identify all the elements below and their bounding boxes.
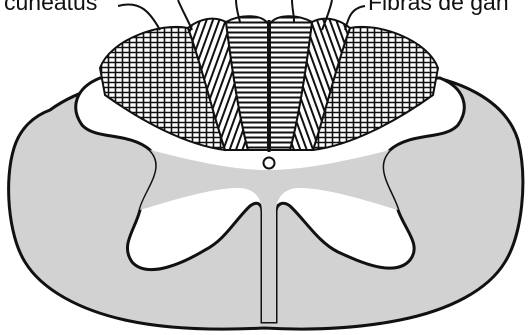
leader-line-1: [118, 4, 160, 30]
leader-line-2: [178, 0, 192, 30]
central-canal: [264, 158, 275, 169]
